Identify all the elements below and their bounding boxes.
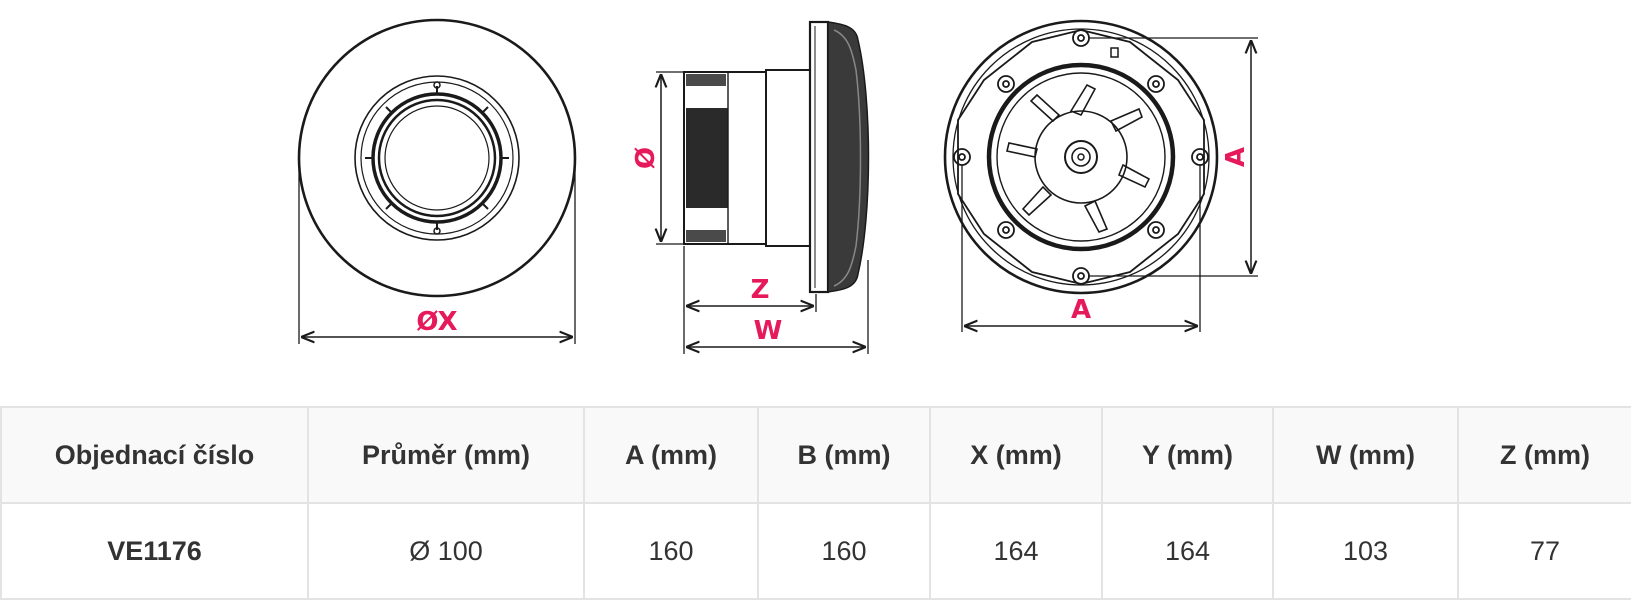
header-diameter: Průměr (mm) xyxy=(307,406,585,504)
cell-b: 160 xyxy=(757,502,931,600)
header-y: Y (mm) xyxy=(1101,406,1274,504)
back-view xyxy=(943,19,1258,332)
label-front-x: ØX xyxy=(416,307,457,337)
header-x: X (mm) xyxy=(929,406,1103,504)
technical-drawing: ØX Ø Z W xyxy=(297,18,1258,354)
specification-table: Objednací číslo Průměr (mm) A (mm) B (mm… xyxy=(0,406,1631,600)
header-order-number: Objednací číslo xyxy=(0,406,309,504)
front-view xyxy=(297,18,577,344)
cell-order-number: VE1176 xyxy=(0,502,309,600)
label-back-a-vertical: A xyxy=(1221,147,1251,167)
label-side-w: W xyxy=(754,316,783,346)
table-row: VE1176 Ø 100 160 160 164 164 103 77 xyxy=(0,502,1631,600)
side-view xyxy=(656,20,870,354)
cell-w: 103 xyxy=(1272,502,1459,600)
cell-x: 164 xyxy=(929,502,1103,600)
cell-a: 160 xyxy=(583,502,759,600)
header-b: B (mm) xyxy=(757,406,931,504)
cell-y: 164 xyxy=(1101,502,1274,600)
cell-diameter: Ø 100 xyxy=(307,502,585,600)
cell-z: 77 xyxy=(1457,502,1631,600)
label-side-diameter: Ø xyxy=(631,147,661,169)
label-back-a-horizontal: A xyxy=(1071,295,1091,325)
header-w: W (mm) xyxy=(1272,406,1459,504)
label-side-z: Z xyxy=(751,275,770,305)
table-header-row: Objednací číslo Průměr (mm) A (mm) B (mm… xyxy=(0,406,1631,504)
header-a: A (mm) xyxy=(583,406,759,504)
header-z: Z (mm) xyxy=(1457,406,1631,504)
